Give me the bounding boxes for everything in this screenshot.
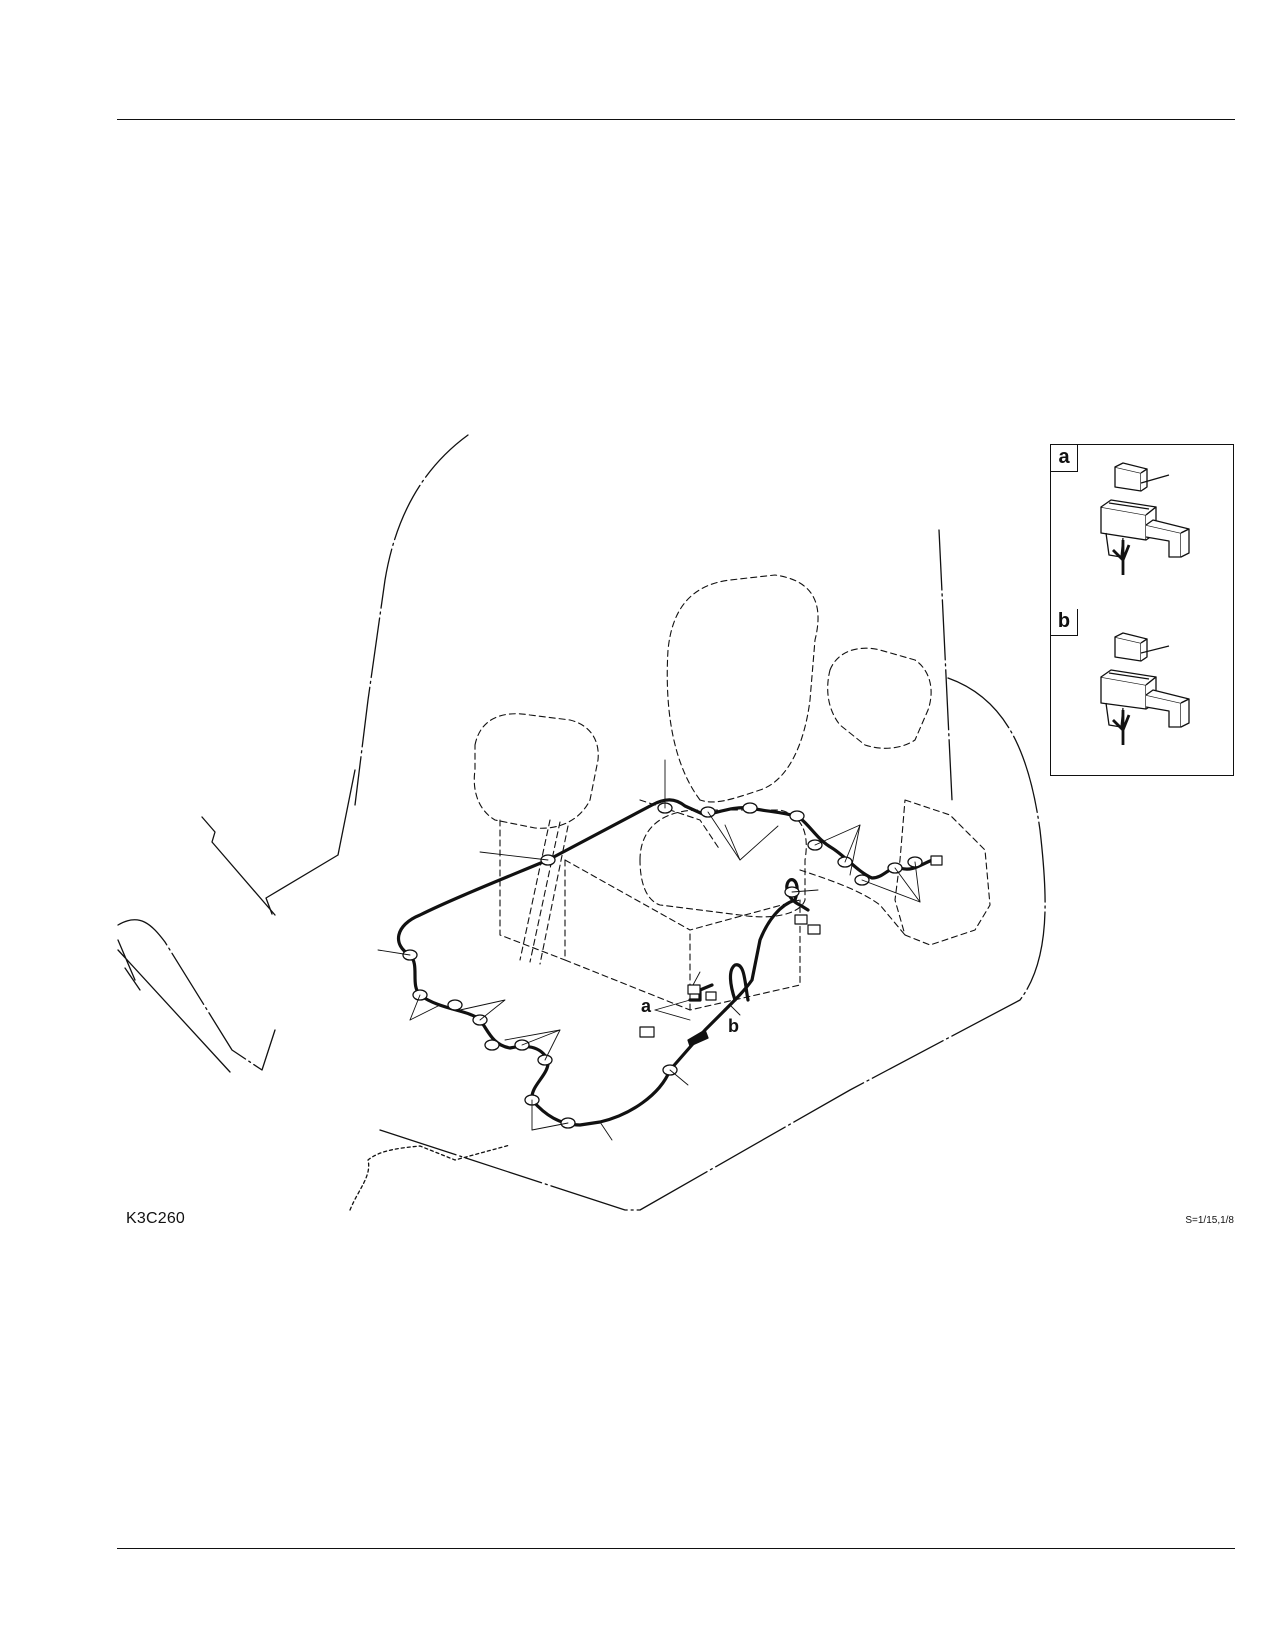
left-box	[499, 819, 566, 961]
inset-b: b	[1050, 609, 1234, 776]
left-console	[473, 713, 599, 829]
seat-base-front	[564, 859, 801, 1011]
connectors	[639, 855, 943, 1038]
cab-front-left-inner	[117, 939, 231, 1073]
cab-front-left	[117, 919, 276, 1071]
seat-cushion	[639, 809, 807, 918]
right-panel	[894, 799, 991, 946]
seat-base-box	[564, 859, 801, 1011]
callout-a: a	[641, 996, 652, 1016]
seat-back	[666, 574, 819, 803]
callout-b: b	[728, 1016, 739, 1036]
cab-left-pillar	[354, 434, 469, 806]
fuse-holder	[687, 1029, 709, 1047]
loop-branch	[728, 963, 750, 1002]
top-rule	[117, 119, 1235, 120]
scale-note: S=1/15,1/8	[1185, 1215, 1234, 1226]
cab-left-lower	[265, 769, 356, 915]
right-console	[827, 647, 932, 749]
right-console-lower	[799, 869, 906, 936]
leader-lines	[377, 759, 921, 1141]
figure-code: K3C260	[126, 1210, 186, 1227]
left-harness	[396, 858, 727, 1127]
relay-holder-drawing-b	[1100, 632, 1190, 745]
cab-floor-edge	[349, 1144, 511, 1211]
main-harness	[546, 798, 942, 880]
inset-b-tag: b	[1051, 609, 1078, 636]
cab-right-curve	[379, 677, 1046, 1211]
cab-left-step	[201, 816, 276, 916]
inset-a-tag: a	[1051, 445, 1078, 472]
cab-right-pillar	[938, 529, 953, 801]
inset-a: a	[1050, 444, 1234, 611]
lever-link	[519, 819, 569, 965]
bottom-rule	[117, 1548, 1235, 1549]
relay-holder-drawing-a	[1100, 462, 1190, 575]
